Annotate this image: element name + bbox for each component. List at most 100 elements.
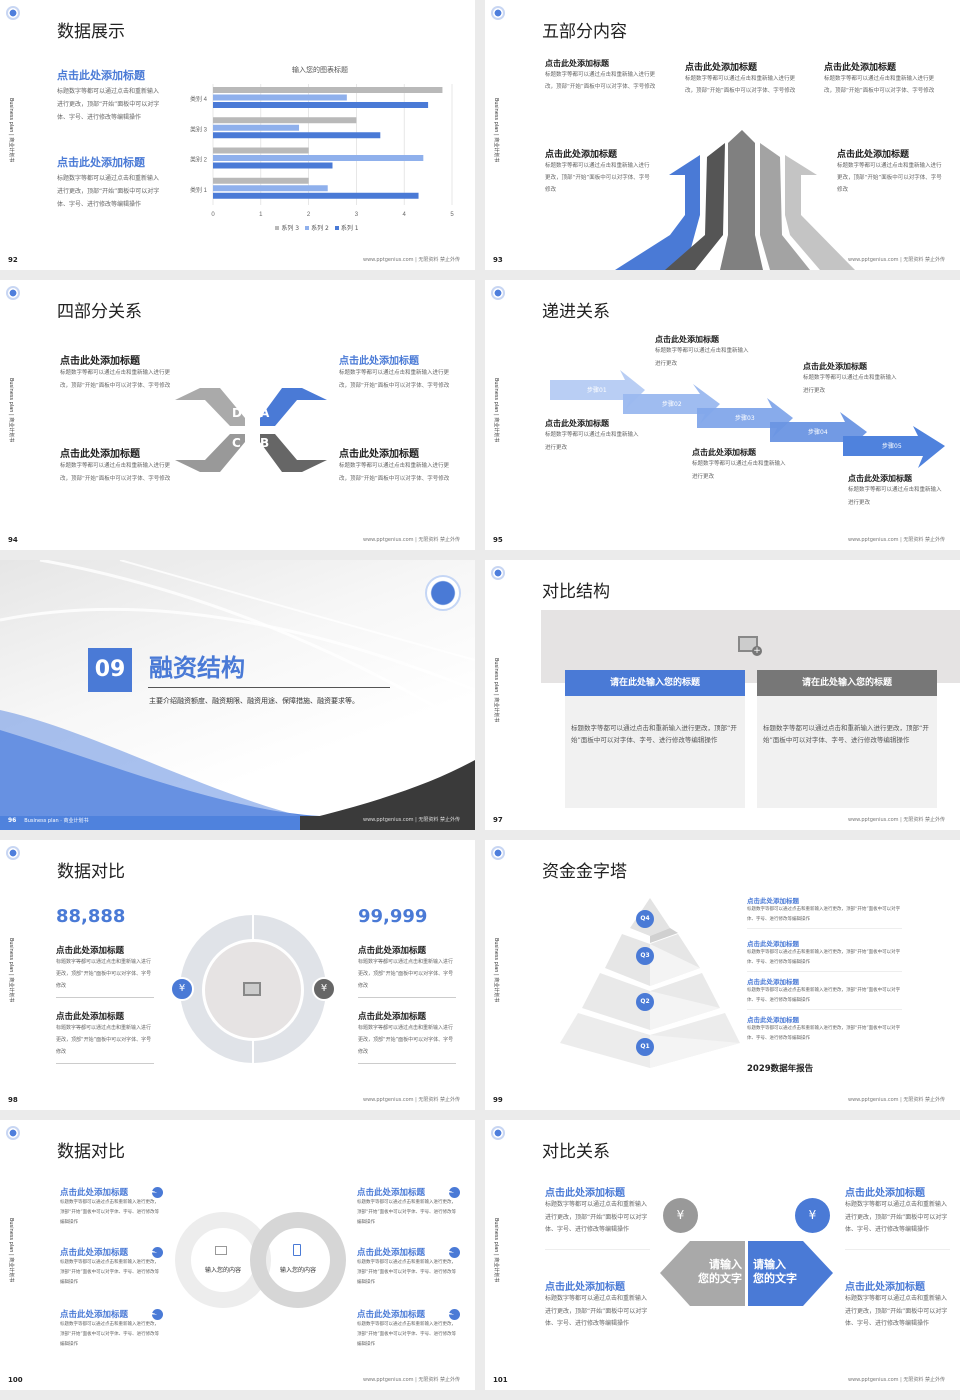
block-heading: 点击此处添加标题 bbox=[60, 449, 140, 460]
footer-text: www.pptgenius.com | 无限资料 禁止外传 bbox=[362, 257, 460, 263]
ring-label: 输入您的内容 bbox=[204, 1267, 241, 1274]
block-heading: 点击此处添加标题 bbox=[357, 1248, 426, 1258]
svg-text:3: 3 bbox=[355, 212, 359, 218]
slide-98[interactable]: Business plan | 商业计划书 数据对比 88,888 99,999… bbox=[0, 840, 475, 1110]
slide-100[interactable]: Business plan | 商业计划书 数据对比 输入您的内容 输入您的内容… bbox=[0, 1120, 475, 1390]
logo-icon bbox=[491, 286, 505, 300]
block-body: 标题数字等都可以通过点击和重新输入进行更改，顶部“开始”面板中可以对字体、字号、… bbox=[747, 1026, 901, 1041]
letter-c: C bbox=[232, 436, 241, 450]
slide-94[interactable]: Business plan | 商业计划书 四部分关系 点击此处添加标题 标题数… bbox=[0, 280, 475, 550]
right-number: 99,999 bbox=[358, 906, 428, 927]
step-label: 步骤01 bbox=[587, 387, 607, 394]
slide-99[interactable]: Business plan | 商业计划书 资金金字塔 Q4 Q3 Q2 Q1 … bbox=[485, 840, 960, 1110]
image-placeholder[interactable] bbox=[202, 939, 304, 1041]
block-heading: 点击此处添加标题 bbox=[357, 1310, 426, 1320]
image-add-icon: + bbox=[738, 636, 762, 656]
block-heading: 点击此处添加标题 bbox=[747, 978, 799, 986]
svg-text:5: 5 bbox=[450, 212, 454, 218]
level-badge: Q4 bbox=[636, 910, 654, 928]
block-heading: 点击此处添加标题 bbox=[845, 1188, 925, 1199]
side-label: Business plan | 商业计划书 bbox=[493, 658, 499, 723]
pie-chart-icon bbox=[449, 1308, 460, 1320]
block-body: 标题数字等都可以通过点击和重新输入进行更改，顶部“开始”面板中可以对字体、字号修… bbox=[56, 959, 152, 989]
slide-97[interactable]: Business plan | 商业计划书 对比结构 + 请在此处输入您的标题 … bbox=[485, 560, 960, 830]
block-heading: 点击此处添加标题 bbox=[358, 946, 427, 956]
block-heading: 点击此处添加标题 bbox=[824, 63, 897, 73]
svg-text:类别 2: 类别 2 bbox=[190, 156, 208, 164]
svg-text:1: 1 bbox=[259, 212, 263, 218]
yen-hand-icon: ¥ bbox=[795, 1198, 830, 1233]
slide-title: 对比结构 bbox=[542, 582, 610, 602]
block-body: 标题数字等都可以通过点击和重新输入进行更改，顶部“开始”面板中可以对字体、字号修… bbox=[358, 959, 454, 989]
slide-93[interactable]: Business plan | 商业计划书 五部分内容 点击此处添加标题 标题数… bbox=[485, 0, 960, 270]
block-heading: 点击此处添加标题 bbox=[57, 69, 145, 82]
section-description: 主要介绍融资额度、融资期限、融资用途、保障措施、融资要求等。 bbox=[149, 697, 359, 705]
money-bag-icon: ¥ bbox=[663, 1198, 698, 1233]
block-heading: 点击此处添加标题 bbox=[57, 156, 145, 169]
logo-icon bbox=[491, 6, 505, 20]
chart-title: 输入您的图表标题 bbox=[292, 66, 348, 74]
block-heading: 点击此处添加标题 bbox=[545, 419, 609, 428]
background-waves bbox=[0, 560, 475, 830]
four-arrows-graphic bbox=[175, 388, 327, 472]
step-arrows-graphic bbox=[550, 370, 945, 468]
pie-chart-icon bbox=[449, 1246, 460, 1258]
side-label: Business plan | 商业计划书 bbox=[493, 1218, 499, 1283]
slide-95[interactable]: Business plan | 商业计划书 递进关系 步骤01 步骤02 步骤0… bbox=[485, 280, 960, 550]
page-number: 94 bbox=[8, 536, 18, 544]
block-body: 标题数字等都可以通过点击和重新输入进行更改，顶部“开始”面板中可以对字体、字号、… bbox=[545, 1201, 648, 1233]
level-badge: Q3 bbox=[636, 947, 654, 965]
slide-title: 递进关系 bbox=[542, 302, 610, 322]
block-body: 标题数字等都可以通过点击和重新输入进行更改 bbox=[545, 432, 639, 451]
pie-chart-icon bbox=[449, 1186, 460, 1198]
footer-text: www.pptgenius.com | 无限资料 禁止外传 bbox=[847, 1097, 945, 1103]
yen-hand-icon: ¥ bbox=[170, 977, 194, 1001]
block-body: 标题数字等都可以通过点击和重新输入进行更改 bbox=[803, 375, 897, 394]
block-heading: 点击此处添加标题 bbox=[545, 150, 618, 160]
svg-text:类别 1: 类别 1 bbox=[190, 186, 208, 194]
block-heading: 点击此处添加标题 bbox=[545, 1282, 625, 1293]
compare-card-left[interactable]: 请在此处输入您的标题 标题数字等都可以通过点击和重新输入进行更改，顶部“开始”面… bbox=[565, 670, 745, 808]
block-body: 标题数字等都可以通过点击和重新输入进行更改，顶部“开始”面板中可以对字体、字号、… bbox=[57, 175, 160, 208]
page-number: 93 bbox=[493, 256, 503, 264]
block-body: 标题数字等都可以通过点击和重新输入进行更改，顶部“开始”面板中可以对字体、字号、… bbox=[60, 1200, 160, 1225]
block-body: 标题数字等都可以通过点击和重新输入进行更改，顶部“开始”面板中可以对字体、字号、… bbox=[57, 88, 160, 121]
logo-icon bbox=[491, 566, 505, 580]
page-number: 96 bbox=[8, 817, 17, 824]
block-body: 标题数字等都可以通过点击和重新输入进行更改，顶部“开始”面板中可以对字体、字号修… bbox=[824, 76, 935, 94]
divider bbox=[148, 687, 390, 688]
side-label: Business plan | 商业计划书 bbox=[493, 378, 499, 443]
monitor-icon bbox=[215, 1246, 227, 1255]
block-body: 标题数字等都可以通过点击和重新输入进行更改 bbox=[848, 487, 942, 506]
block-body: 标题数字等都可以通过点击和重新输入进行更改，顶部“开始”面板中可以对字体、字号、… bbox=[357, 1322, 457, 1347]
logo-icon bbox=[6, 1126, 20, 1140]
step-label: 步骤05 bbox=[882, 443, 902, 450]
card-body: 标题数字等都可以通过点击和重新输入进行更改，顶部“开始”面板中可以对字体、字号、… bbox=[571, 724, 737, 744]
footer-text: www.pptgenius.com | 无限资料 禁止外传 bbox=[362, 817, 460, 823]
logo-icon bbox=[6, 286, 20, 300]
page-number: 99 bbox=[493, 1096, 503, 1104]
slide-92[interactable]: Business plan | 商业计划书 数据展示 点击此处添加标题 标题数字… bbox=[0, 0, 475, 270]
block-heading: 点击此处添加标题 bbox=[60, 356, 140, 367]
block-heading: 点击此处添加标题 bbox=[339, 356, 419, 367]
slide-101[interactable]: Business plan | 商业计划书 对比关系 点击此处添加标题 标题数字… bbox=[485, 1120, 960, 1390]
footer-text: www.pptgenius.com | 无限资料 禁止外传 bbox=[847, 537, 945, 543]
footer-text: www.pptgenius.com | 无限资料 禁止外传 bbox=[362, 1377, 460, 1383]
compare-card-right[interactable]: 请在此处输入您的标题 标题数字等都可以通过点击和重新输入进行更改，顶部“开始”面… bbox=[757, 670, 937, 808]
block-heading: 点击此处添加标题 bbox=[339, 449, 419, 460]
five-arrows-graphic bbox=[615, 130, 855, 270]
slide-title: 资金金字塔 bbox=[542, 862, 627, 882]
logo-icon bbox=[6, 6, 20, 20]
letter-b: B bbox=[260, 436, 270, 450]
block-body: 标题数字等都可以通过点击和重新输入进行更改，顶部“开始”面板中可以对字体、字号、… bbox=[845, 1201, 948, 1233]
slide-96[interactable]: 09 融资结构 主要介绍融资额度、融资期限、融资用途、保障措施、融资要求等。 9… bbox=[0, 560, 475, 830]
center-right-line2: 您的文字 bbox=[753, 1272, 797, 1285]
block-body: 标题数字等都可以通过点击和重新输入进行更改，顶部“开始”面板中可以对字体、字号修… bbox=[837, 163, 942, 193]
block-heading: 点击此处添加标题 bbox=[56, 1012, 125, 1022]
card-heading: 请在此处输入您的标题 bbox=[565, 670, 745, 696]
footer-left: Business plan · 商业计划书 bbox=[24, 818, 89, 824]
side-label: Business plan | 商业计划书 bbox=[8, 378, 14, 443]
block-heading: 点击此处添加标题 bbox=[56, 946, 125, 956]
block-body: 标题数字等都可以通过点击和重新输入进行更改，顶部“开始”面板中可以对字体、字号、… bbox=[357, 1200, 457, 1225]
